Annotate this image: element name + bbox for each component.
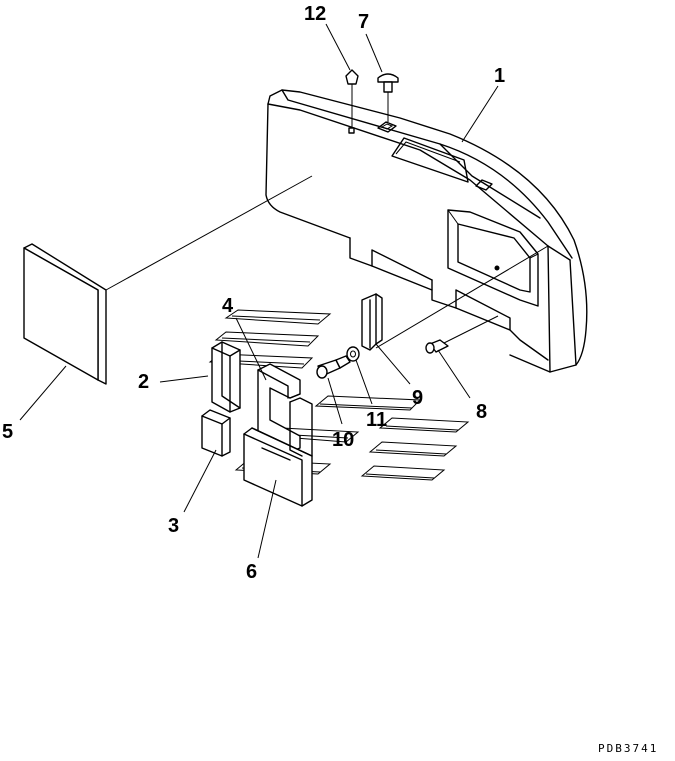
label-part-6: 6 [246,561,257,583]
drawing-code: PDB3741 [598,742,658,755]
label-part-7: 7 [358,11,369,33]
plate [23,243,107,385]
label-part-12: 12 [304,3,326,25]
part-labels: 1 12 7 4 2 5 3 6 10 11 9 8 [2,3,505,583]
label-part-5: 5 [2,421,13,443]
brackets [201,341,313,507]
label-part-11: 11 [366,409,387,431]
label-part-10: 10 [332,429,354,451]
callout-leaders [19,23,499,559]
label-part-3: 3 [168,515,179,537]
label-part-8: 8 [476,401,487,423]
label-part-2: 2 [138,371,149,393]
label-part-9: 9 [412,387,423,409]
counterweight [265,89,588,373]
assembly-lines [105,84,549,349]
label-part-1: 1 [494,65,505,87]
fasteners [316,69,500,379]
label-part-4: 4 [222,295,234,317]
